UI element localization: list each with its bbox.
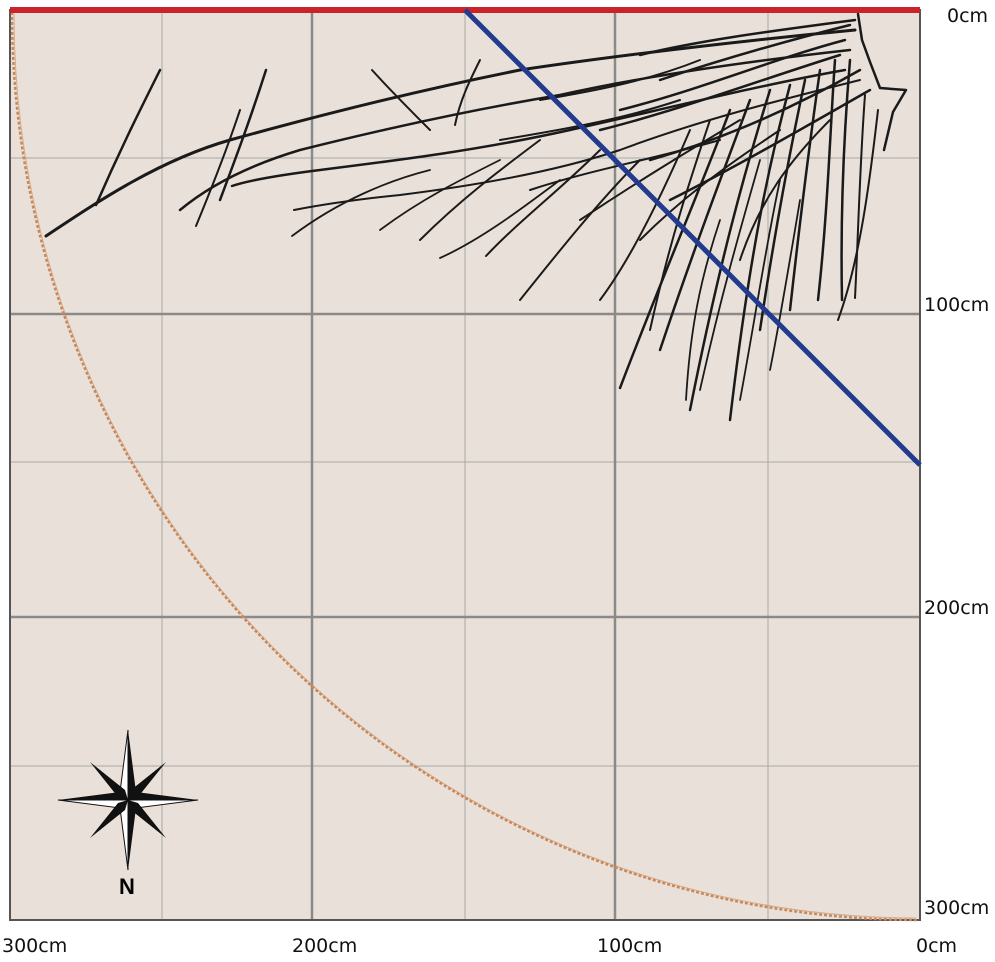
minor-grid: [10, 10, 920, 920]
x-label-100: 100cm: [597, 935, 663, 957]
radius-arc: [10, 11, 919, 922]
blue-diagonal-line: [463, 8, 922, 467]
root-system: [44, 12, 908, 422]
y-label-200: 200cm: [924, 597, 990, 619]
y-label-300: 300cm: [924, 897, 990, 919]
x-label-200: 200cm: [292, 935, 358, 957]
x-label-300: 300cm: [2, 935, 68, 957]
compass-north-label: N: [119, 874, 135, 899]
y-label-100: 100cm: [924, 294, 990, 316]
y-label-0: 0cm: [947, 5, 989, 27]
x-label-0: 0cm: [916, 935, 958, 957]
compass-rose-icon: [57, 729, 199, 871]
